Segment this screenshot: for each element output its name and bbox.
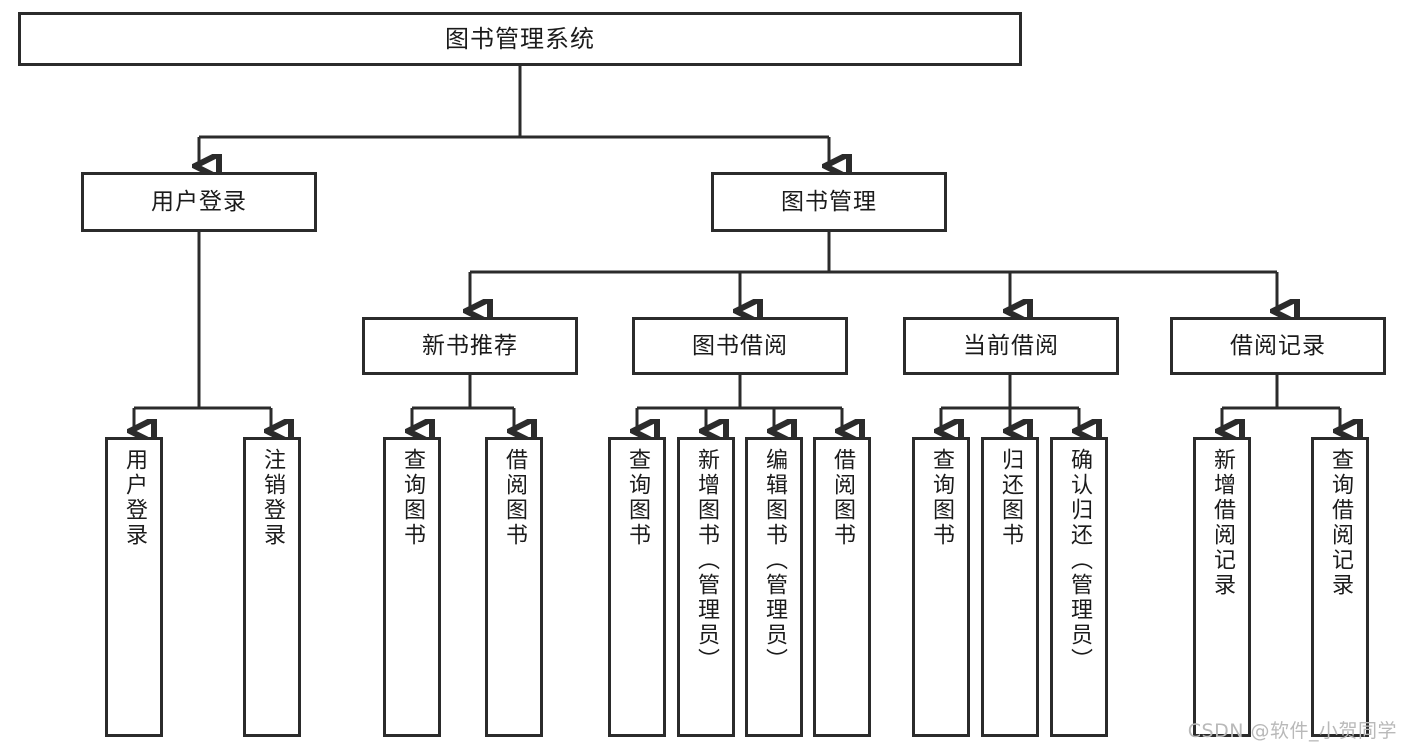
leaf-return-book-label: 归还图书 xyxy=(998,448,1023,548)
leaf-edit-book[interactable]: 编辑图书（管理员） xyxy=(745,437,803,737)
node-book-borrow-label: 图书借阅 xyxy=(692,332,788,359)
leaf-borrow-book-2-label: 借阅图书 xyxy=(830,448,855,548)
leaf-query-book-2[interactable]: 查询图书 xyxy=(608,437,666,737)
node-borrow-record-label: 借阅记录 xyxy=(1230,332,1326,359)
leaf-add-book-label: 新增图书（管理员） xyxy=(694,448,719,673)
leaf-borrow-book-2[interactable]: 借阅图书 xyxy=(813,437,871,737)
leaf-user-login-label: 用户登录 xyxy=(122,448,147,548)
leaf-user-login[interactable]: 用户登录 xyxy=(105,437,163,737)
leaf-borrow-book-1[interactable]: 借阅图书 xyxy=(485,437,543,737)
node-book-manage-label: 图书管理 xyxy=(781,188,877,215)
leaf-query-record-label: 查询借阅记录 xyxy=(1328,448,1353,598)
node-user-login-label: 用户登录 xyxy=(151,188,247,215)
leaf-confirm-return-label: 确认归还（管理员） xyxy=(1067,448,1092,673)
node-borrow-record[interactable]: 借阅记录 xyxy=(1170,317,1386,375)
leaf-user-logout-label: 注销登录 xyxy=(260,448,285,548)
leaf-user-logout[interactable]: 注销登录 xyxy=(243,437,301,737)
leaf-return-book[interactable]: 归还图书 xyxy=(981,437,1039,737)
leaf-query-book-3[interactable]: 查询图书 xyxy=(912,437,970,737)
node-current-borrow-label: 当前借阅 xyxy=(963,332,1059,359)
leaf-add-record-label: 新增借阅记录 xyxy=(1210,448,1235,598)
leaf-query-book-1[interactable]: 查询图书 xyxy=(383,437,441,737)
leaf-confirm-return[interactable]: 确认归还（管理员） xyxy=(1050,437,1108,737)
node-book-manage[interactable]: 图书管理 xyxy=(711,172,947,232)
node-root-label: 图书管理系统 xyxy=(445,25,595,53)
leaf-edit-book-label: 编辑图书（管理员） xyxy=(762,448,787,673)
node-book-borrow[interactable]: 图书借阅 xyxy=(632,317,848,375)
node-new-book-rec-label: 新书推荐 xyxy=(422,332,518,359)
leaf-query-book-1-label: 查询图书 xyxy=(400,448,425,548)
leaf-query-book-2-label: 查询图书 xyxy=(625,448,650,548)
node-new-book-rec[interactable]: 新书推荐 xyxy=(362,317,578,375)
leaf-query-book-3-label: 查询图书 xyxy=(929,448,954,548)
node-root[interactable]: 图书管理系统 xyxy=(18,12,1022,66)
leaf-add-record[interactable]: 新增借阅记录 xyxy=(1193,437,1251,737)
leaf-borrow-book-1-label: 借阅图书 xyxy=(502,448,527,548)
leaf-query-record[interactable]: 查询借阅记录 xyxy=(1311,437,1369,737)
node-current-borrow[interactable]: 当前借阅 xyxy=(903,317,1119,375)
node-user-login[interactable]: 用户登录 xyxy=(81,172,317,232)
leaf-add-book[interactable]: 新增图书（管理员） xyxy=(677,437,735,737)
